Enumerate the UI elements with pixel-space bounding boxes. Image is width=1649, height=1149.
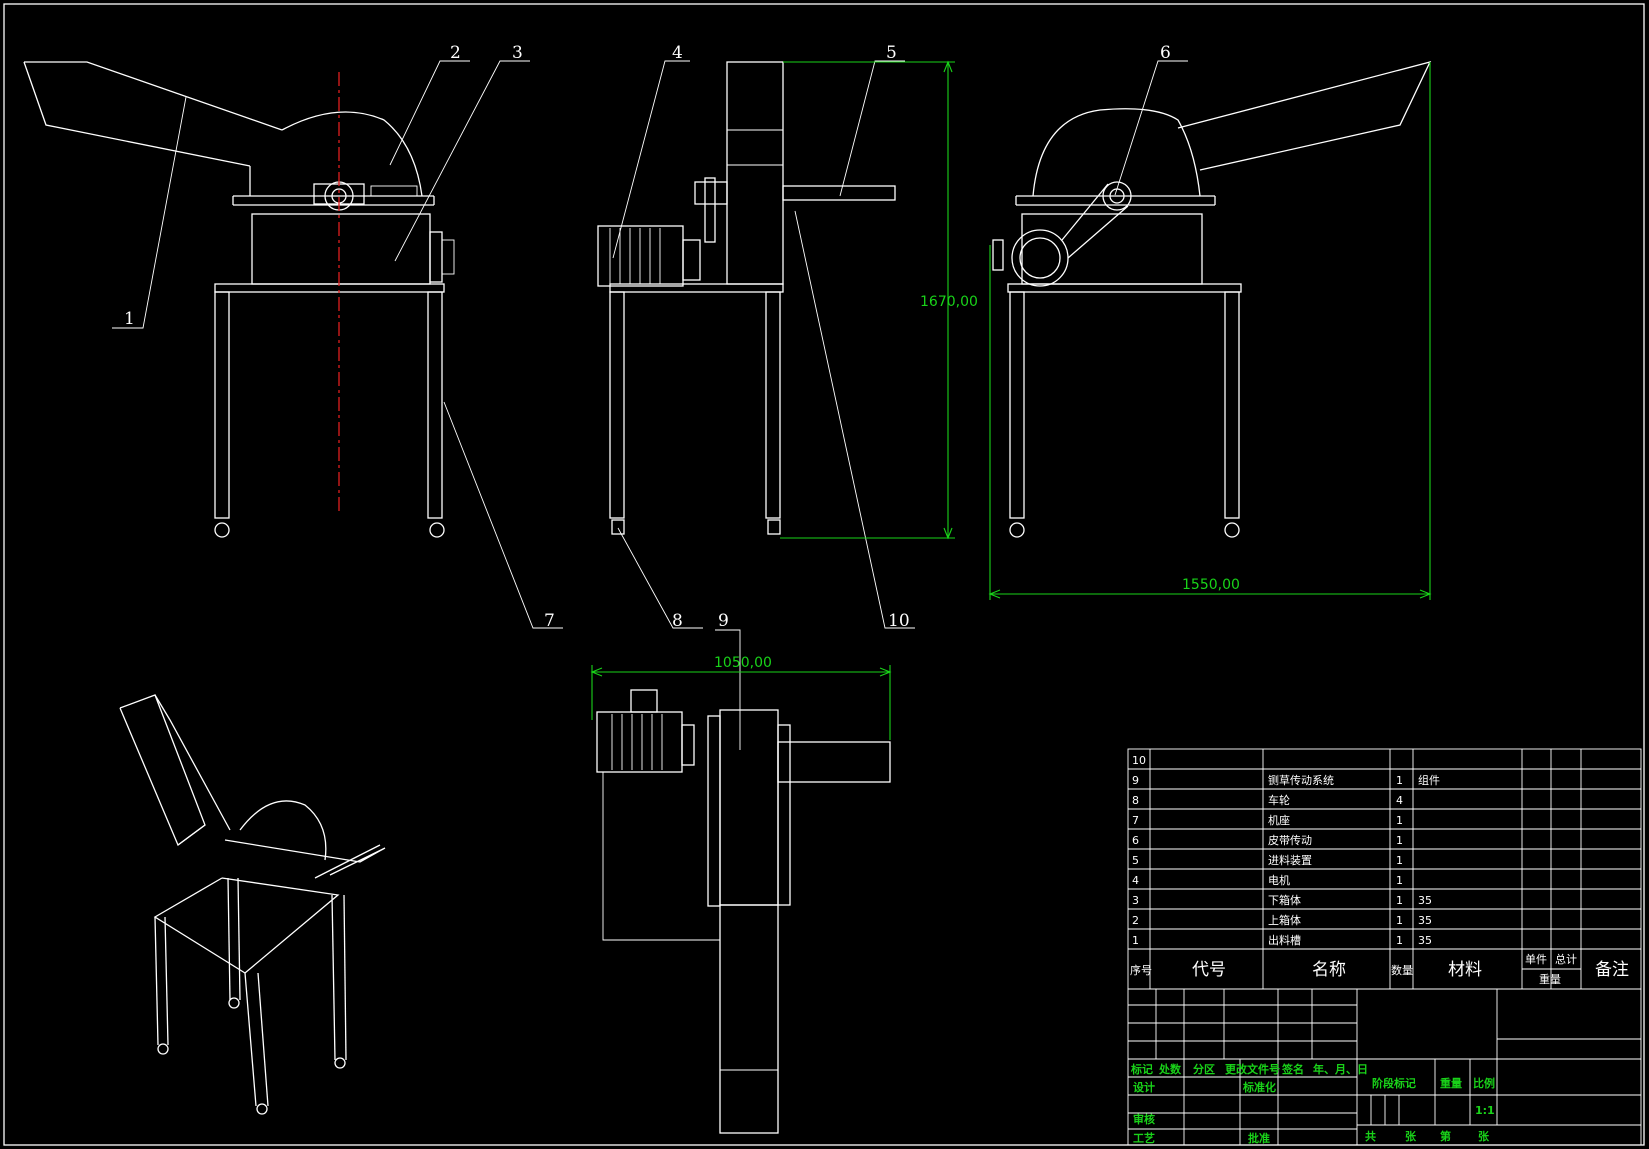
tb-mark: 标记 [1130, 1062, 1153, 1076]
parts-row-name: 机座 [1268, 813, 1290, 827]
parts-row-material: 组件 [1418, 773, 1440, 787]
leader-lines [112, 60, 1188, 750]
header-weight: 重量 [1539, 972, 1561, 986]
parts-row-name: 铡草传动系统 [1268, 774, 1334, 787]
tb-approve: 批准 [1248, 1131, 1270, 1145]
parts-row-qty: 1 [1396, 894, 1403, 907]
parts-row-material: 35 [1418, 934, 1432, 947]
callout-1: 1 [124, 309, 135, 329]
parts-row-name: 上箱体 [1268, 913, 1301, 927]
callout-10: 10 [888, 611, 910, 631]
callout-7: 7 [544, 611, 555, 631]
callout-6: 6 [1160, 43, 1171, 63]
tb-count: 处数 [1158, 1062, 1182, 1076]
tb-change-doc: 更改文件号 [1225, 1062, 1280, 1076]
header-seq: 序号 [1130, 963, 1152, 977]
tb-scale-value: 1:1 [1475, 1104, 1495, 1117]
isometric-view [119, 694, 386, 1115]
header-total: 总计 [1555, 952, 1577, 966]
tb-sign: 签名 [1281, 1062, 1304, 1076]
header-material: 材料 [1448, 960, 1482, 980]
parts-row-qty: 1 [1396, 834, 1403, 847]
drawing-frame [3, 3, 1645, 1146]
parts-row-qty: 1 [1396, 814, 1403, 827]
parts-row-material: 35 [1418, 894, 1432, 907]
dimension-width-side: 1550,00 [1182, 577, 1240, 593]
tb-sheet: 张 [1478, 1129, 1490, 1143]
parts-row-no: 1 [1132, 934, 1139, 947]
title-block-grid [1127, 988, 1642, 1146]
tb-review: 审核 [1133, 1112, 1155, 1126]
header-qty: 数量 [1391, 964, 1413, 977]
parts-row-no: 3 [1132, 894, 1139, 907]
parts-row-no: 9 [1132, 774, 1139, 787]
header-code: 代号 [1192, 960, 1226, 980]
parts-row-name: 电机 [1268, 873, 1290, 887]
tb-standardize: 标准化 [1242, 1080, 1276, 1094]
callout-4: 4 [672, 43, 683, 63]
parts-row-name: 下箱体 [1268, 893, 1301, 907]
parts-row-qty: 1 [1396, 774, 1403, 787]
callout-3: 3 [512, 43, 523, 63]
title-block-labels: 标记 处数 分区 更改文件号 签名 年、月、日 设计 标准化 阶段标记 重量 比… [1130, 1062, 1495, 1145]
header-unit: 单件 [1525, 953, 1547, 966]
tb-date: 年、月、日 [1313, 1062, 1368, 1076]
callout-2: 2 [450, 43, 461, 63]
parts-row-name: 进料装置 [1268, 853, 1312, 867]
dimension-height: 1670,00 [920, 294, 978, 310]
dimension-lines [590, 60, 1432, 740]
parts-row-name: 皮带传动 [1268, 834, 1312, 847]
header-remark: 备注 [1595, 960, 1629, 980]
parts-row-qty: 1 [1396, 914, 1403, 927]
parts-row-qty: 4 [1396, 794, 1403, 807]
tb-process: 工艺 [1133, 1131, 1155, 1145]
parts-row-name: 出料槽 [1268, 933, 1301, 947]
callout-5: 5 [886, 43, 897, 63]
parts-row-no: 4 [1132, 874, 1139, 887]
dimension-width-top: 1050,00 [714, 655, 772, 671]
parts-list-header: 序号 代号 名称 数量 材料 单件 总计 重量 备注 [1130, 952, 1629, 986]
parts-row-qty: 1 [1396, 934, 1403, 947]
header-name: 名称 [1312, 960, 1346, 980]
tb-zone: 分区 [1193, 1062, 1215, 1076]
parts-list-rows: 10 9 铡草传动系统 1 组件 8 车轮 4 7 机座 1 6 皮带传动 1 … [1132, 754, 1440, 947]
tb-sheet-no: 第 [1440, 1129, 1451, 1143]
parts-row-no: 6 [1132, 834, 1139, 847]
tb-scale: 比例 [1473, 1076, 1495, 1090]
parts-row-material: 35 [1418, 914, 1432, 927]
rear-view [992, 61, 1432, 538]
tb-sheets: 张 [1405, 1129, 1417, 1143]
parts-row-name: 车轮 [1268, 793, 1290, 807]
parts-row-no: 8 [1132, 794, 1139, 807]
parts-row-qty: 1 [1396, 854, 1403, 867]
tb-design: 设计 [1133, 1080, 1155, 1094]
front-view [23, 61, 455, 538]
parts-row-no: 5 [1132, 854, 1139, 867]
side-view [597, 61, 896, 535]
top-view [596, 689, 891, 1134]
tb-weight: 重量 [1440, 1076, 1462, 1090]
parts-row-no: 2 [1132, 914, 1139, 927]
callout-9: 9 [718, 611, 729, 631]
parts-row-qty: 1 [1396, 874, 1403, 887]
callout-8: 8 [672, 611, 683, 631]
parts-row-no: 7 [1132, 814, 1139, 827]
parts-row-no: 10 [1132, 754, 1146, 767]
tb-total-sheets: 共 [1365, 1129, 1376, 1143]
tb-stage-mark: 阶段标记 [1372, 1076, 1416, 1090]
